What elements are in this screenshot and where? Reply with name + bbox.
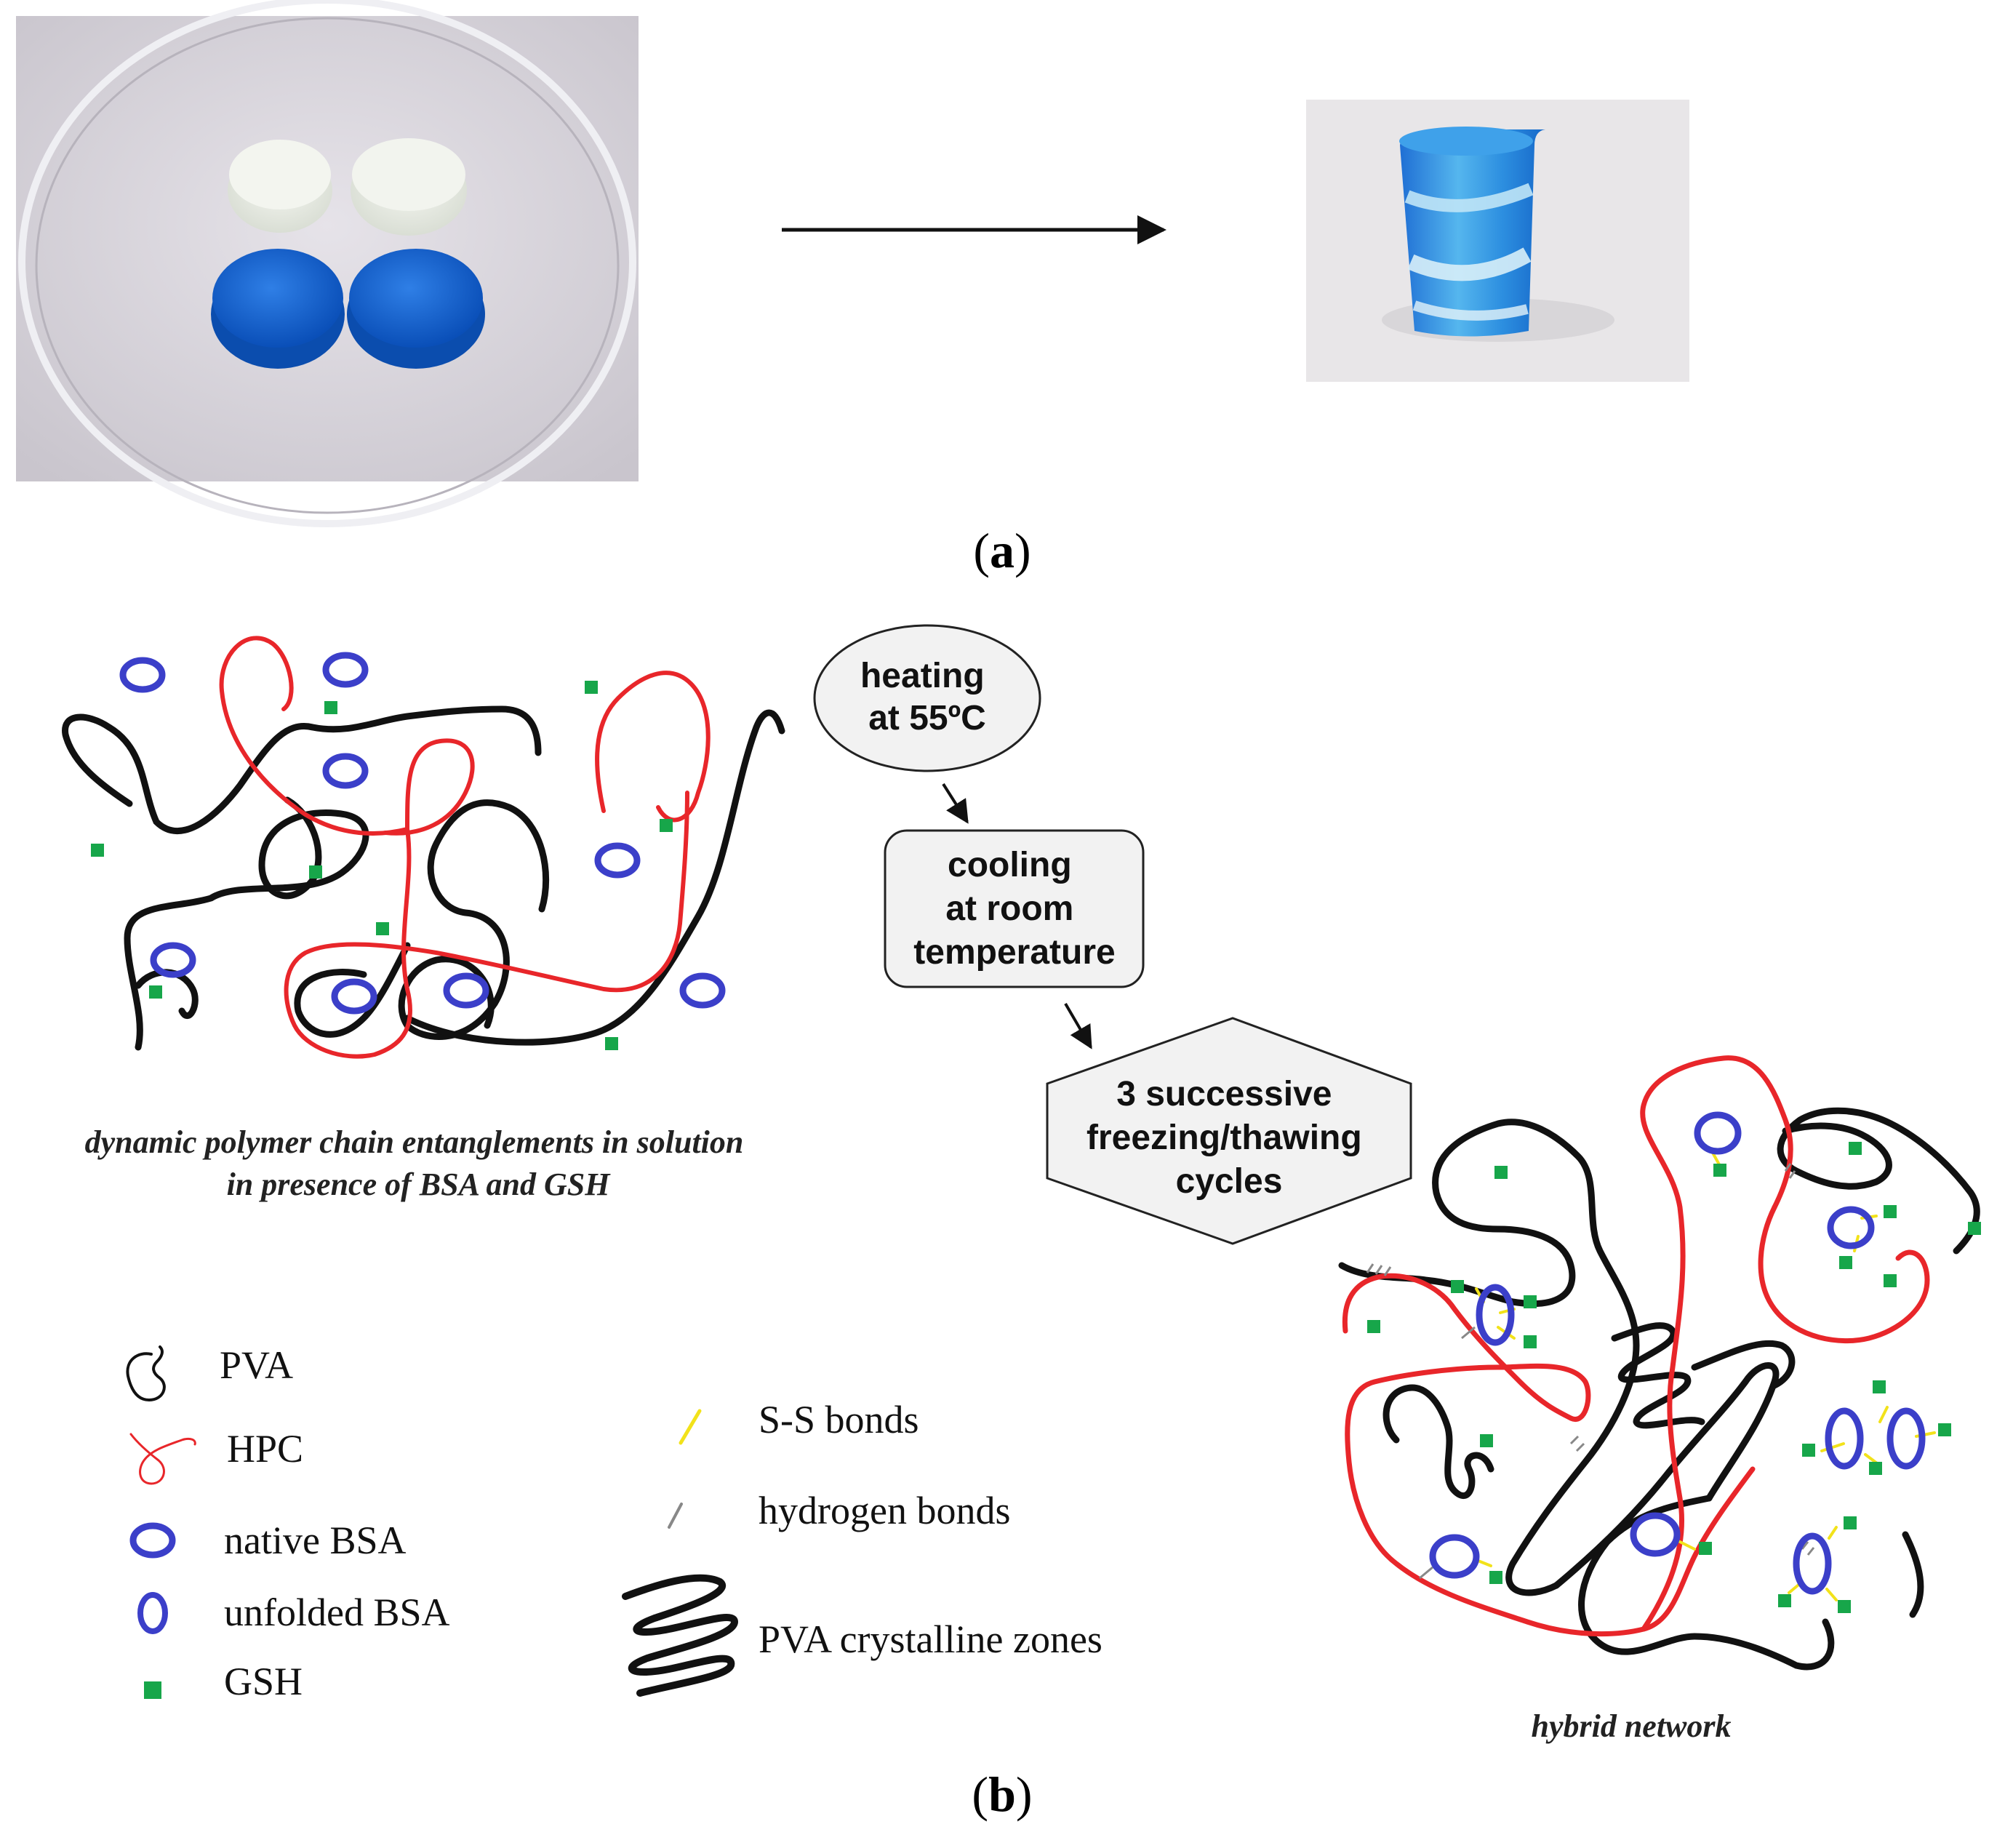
gsh-icon [144,1681,161,1699]
legend-item-hpc: HPC [129,1427,303,1485]
panel-b-label: (b) [972,1767,1032,1822]
unfolded-bsa-icon [137,1592,168,1634]
svg-text:GSH: GSH [224,1660,303,1703]
hydrogen-bond-icon [668,1503,683,1529]
legend-item-pva: PVA [126,1343,293,1402]
svg-text:PVA crystalline zones: PVA crystalline zones [759,1617,1102,1661]
panel-a-label: (a) [973,523,1030,578]
step-arrow-2 [1064,1002,1092,1049]
hpc-icon [129,1433,196,1485]
step-freeze-thaw: 3 successive freezing/thawing cycles [1046,1017,1412,1245]
svg-text:cooling at room: cooling at room temperature [913,846,1115,972]
panel-a: (a) [16,0,1689,578]
hybrid-network-caption: hybrid network [1531,1708,1731,1744]
step-arrow-1 [942,783,969,824]
svg-text:S-S bonds: S-S bonds [759,1398,919,1441]
legend-item-ss-bonds: S-S bonds [679,1398,919,1445]
petri-dish-photo [16,0,639,527]
native-bsa-icon [129,1522,176,1559]
hpc-chains [219,636,711,1059]
white-hydrogel-disc-1 [228,140,332,233]
hybrid-hydrogen-bonds [1366,1163,1815,1580]
legend-item-crystalline-zones: PVA crystalline zones [622,1574,1102,1697]
legend-item-gsh: GSH [144,1660,303,1703]
panel-b: dynamic polymer chain entanglements in s… [62,624,1981,1822]
svg-text:HPC: HPC [227,1427,303,1471]
hybrid-network [1338,1055,1981,1671]
svg-text:unfolded BSA: unfolded BSA [224,1591,450,1634]
hybrid-hpc-chains [1342,1055,1930,1637]
solution-caption: dynamic polymer chain entanglements in s… [85,1124,752,1202]
svg-text:native BSA: native BSA [224,1519,407,1562]
svg-text:heating at 55ºC: heating at 55ºC [860,657,994,737]
svg-text:3 successive freezing/: 3 successive freezing/thawing cycles [1086,1075,1372,1201]
hybrid-gsh-molecules [1367,1142,1981,1613]
blue-hydrogel-disc-2 [347,249,485,369]
pva-icon [126,1345,166,1402]
gsh-molecules [91,681,673,1050]
solution-network [62,636,785,1059]
svg-text:PVA: PVA [220,1343,293,1387]
legend-left: PVA HPC native BSA unfolded BSA GSH [126,1343,450,1703]
hybrid-pva-chains [1338,1107,1980,1671]
hybrid-crystalline-zones [1611,1322,1796,1429]
crystalline-zone-icon [622,1574,738,1697]
white-hydrogel-disc-2 [351,138,467,236]
step-cooling: cooling at room temperature [884,829,1145,988]
step-heating: heating at 55ºC [813,624,1041,772]
hybrid-bsa-molecules [1429,1111,1926,1595]
ss-bond-icon [679,1409,702,1445]
native-bsa-molecules [119,652,726,1015]
hydrogel-cylinder-photo [1306,100,1689,382]
pva-chains [62,705,785,1051]
legend-item-unfolded-bsa: unfolded BSA [137,1591,450,1634]
blue-hydrogel-disc-1 [211,249,345,369]
legend-item-native-bsa: native BSA [129,1519,407,1562]
legend-right: S-S bonds hydrogen bonds PVA crystalline… [622,1398,1102,1697]
svg-text:hydrogen bonds: hydrogen bonds [759,1489,1010,1532]
legend-item-hydrogen-bonds: hydrogen bonds [668,1489,1010,1532]
